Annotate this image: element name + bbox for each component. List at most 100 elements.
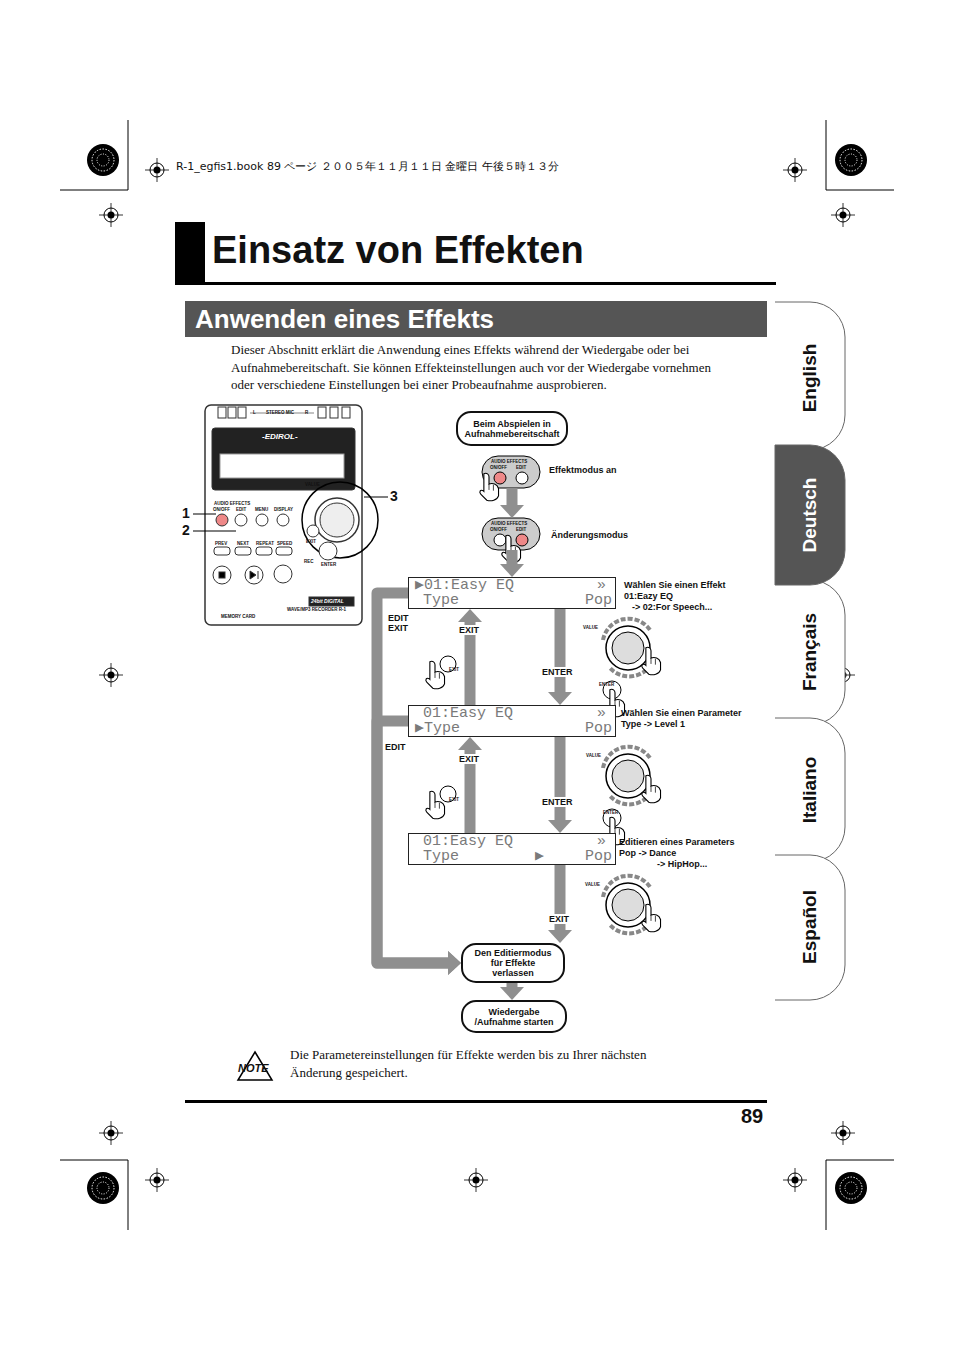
part-label: EDIT bbox=[236, 507, 246, 512]
flow-arrow bbox=[555, 609, 566, 692]
step-note: -> 02:For Speech... bbox=[632, 602, 712, 613]
button-label: EXIT bbox=[449, 667, 459, 672]
button-label: VALUE bbox=[583, 625, 598, 630]
node-text: ▶ bbox=[535, 849, 544, 864]
button-label: ENTER bbox=[603, 810, 618, 815]
arrow-label: EXIT bbox=[548, 914, 570, 924]
node-text: » bbox=[597, 578, 606, 593]
part-label: MENU bbox=[255, 507, 268, 512]
language-tab: English bbox=[799, 308, 821, 448]
node-text: AUDIO EFFECTS bbox=[491, 521, 527, 526]
arrow-label: EDIT EXIT bbox=[387, 613, 413, 633]
part-label: EXIT bbox=[306, 539, 316, 544]
node-text: ▶Type bbox=[415, 721, 460, 736]
node-text: AUDIO EFFECTS bbox=[491, 459, 527, 464]
effect-button: AUDIO EFFECTSON/OFF EDIT bbox=[482, 456, 540, 488]
node-text: 01:Easy EQ bbox=[423, 706, 513, 721]
part-label: NEXT bbox=[237, 541, 249, 546]
part-label: AUDIO EFFECTS bbox=[214, 501, 250, 506]
button-label: EXIT bbox=[449, 797, 459, 802]
crop-marks bbox=[60, 120, 894, 1230]
callout-number: 1 bbox=[182, 505, 190, 521]
node-text: ON/OFF bbox=[490, 527, 507, 532]
exit-box: Den Editiermodus für Effekte verlassen bbox=[461, 943, 565, 983]
part-label: PREV bbox=[215, 541, 227, 546]
node-text: ON/OFF bbox=[490, 465, 507, 470]
part-label: ON/OFF bbox=[213, 507, 230, 512]
flow-arrow bbox=[507, 488, 518, 505]
node-text: Type bbox=[423, 849, 459, 864]
language-tab: Italiano bbox=[799, 720, 821, 860]
title-block bbox=[175, 222, 205, 283]
effect-button: AUDIO EFFECTSON/OFF EDIT bbox=[482, 518, 540, 550]
button-label: VALUE bbox=[585, 882, 600, 887]
node-text: EDIT bbox=[516, 465, 526, 470]
part-label: DISPLAY bbox=[274, 507, 293, 512]
button-label: VALUE bbox=[586, 753, 601, 758]
flow-arrow bbox=[507, 550, 518, 564]
node-text: » bbox=[597, 834, 606, 849]
node-text: Den Editiermodus für Effekte verlassen bbox=[469, 948, 557, 978]
flow-arrow bbox=[555, 737, 566, 820]
part-label: ENTER bbox=[321, 562, 336, 567]
note-text: Die Parametereinstellungen für Effekte w… bbox=[290, 1046, 690, 1082]
part-label: REPEAT bbox=[256, 541, 274, 546]
part-label: STEREO MIC bbox=[266, 410, 294, 415]
language-tab: Français bbox=[799, 582, 821, 722]
part-label: VALUE bbox=[305, 482, 320, 487]
arrow-label: ENTER bbox=[541, 667, 574, 677]
node-text: Wiedergabe /Aufnahme starten bbox=[469, 1007, 559, 1027]
print-header: R-1_egfis1.book 89 ページ ２００５年１１月１１日 金曜日 午… bbox=[176, 159, 559, 174]
node-text: EDIT bbox=[516, 527, 526, 532]
step-note: -> HipHop... bbox=[657, 859, 707, 870]
flow-arrow bbox=[507, 983, 518, 987]
node-text: Pop bbox=[585, 593, 612, 608]
step-note: Wählen Sie einen Effekt bbox=[624, 580, 726, 591]
note-icon bbox=[238, 1052, 272, 1080]
arrow-label: EXIT bbox=[458, 625, 480, 635]
footer-rule bbox=[185, 1100, 767, 1103]
callout-number: 2 bbox=[182, 522, 190, 538]
part-label: L bbox=[253, 410, 256, 415]
part-label: SPEED bbox=[277, 541, 292, 546]
language-tab: Deutsch bbox=[799, 445, 821, 585]
model-label: WAVE/MP3 RECORDER R-1 bbox=[287, 607, 346, 612]
node-text: Anwenden eines Effekts bbox=[195, 304, 494, 334]
button-label: ENTER bbox=[599, 682, 614, 687]
section-band: Anwenden eines Effekts bbox=[185, 301, 767, 337]
language-tabs bbox=[775, 302, 845, 1000]
lcd-screen: 01:Easy EQ » ▶Type Pop bbox=[408, 705, 616, 737]
step-note: Editieren eines Parameters bbox=[619, 837, 735, 848]
part-label: REC bbox=[304, 559, 314, 564]
step-note: 01:Eazy EQ bbox=[624, 591, 673, 602]
page-number: 89 bbox=[741, 1105, 763, 1128]
page-title: Einsatz von Effekten bbox=[212, 226, 584, 274]
end-box: Wiedergabe /Aufnahme starten bbox=[461, 1000, 567, 1033]
intro-text: Dieser Abschnitt erklärt die Anwendung e… bbox=[231, 341, 721, 394]
arrow-label: EXIT bbox=[458, 754, 480, 764]
step-note: Wählen Sie einen Parameter bbox=[621, 708, 742, 719]
part-label: MEMORY CARD bbox=[221, 614, 255, 619]
callout-number: 3 bbox=[390, 488, 398, 504]
lcd-screen: 01:Easy EQ»Type▶Pop bbox=[408, 833, 616, 865]
node-text: Type bbox=[423, 593, 459, 608]
node-text: Pop bbox=[585, 721, 612, 736]
step-note: Pop -> Dance bbox=[619, 848, 676, 859]
brand-logo: -EDIROL- bbox=[262, 432, 298, 441]
recorder-illustration bbox=[193, 405, 388, 625]
start-box: Beim Abspielen in Aufnahmebereitschaft bbox=[456, 411, 568, 446]
title-rule bbox=[175, 282, 776, 285]
model-badge: 24bit DIGITAL bbox=[311, 598, 344, 604]
arrow-label: EDIT bbox=[384, 742, 407, 752]
part-label: R bbox=[305, 410, 308, 415]
step-note: Type -> Level 1 bbox=[621, 719, 685, 730]
step-note: Änderungsmodus bbox=[551, 530, 628, 541]
arrow-label: ENTER bbox=[541, 797, 574, 807]
step-note: Effektmodus an bbox=[549, 465, 617, 476]
flow-arrow bbox=[377, 593, 448, 963]
node-text: » bbox=[597, 706, 606, 721]
node-text: ▶01:Easy EQ bbox=[415, 578, 514, 593]
language-tab: Español bbox=[799, 857, 821, 997]
node-text: Beim Abspielen in Aufnahmebereitschaft bbox=[464, 419, 560, 439]
lcd-screen: ▶01:Easy EQ » Type Pop bbox=[408, 577, 616, 609]
